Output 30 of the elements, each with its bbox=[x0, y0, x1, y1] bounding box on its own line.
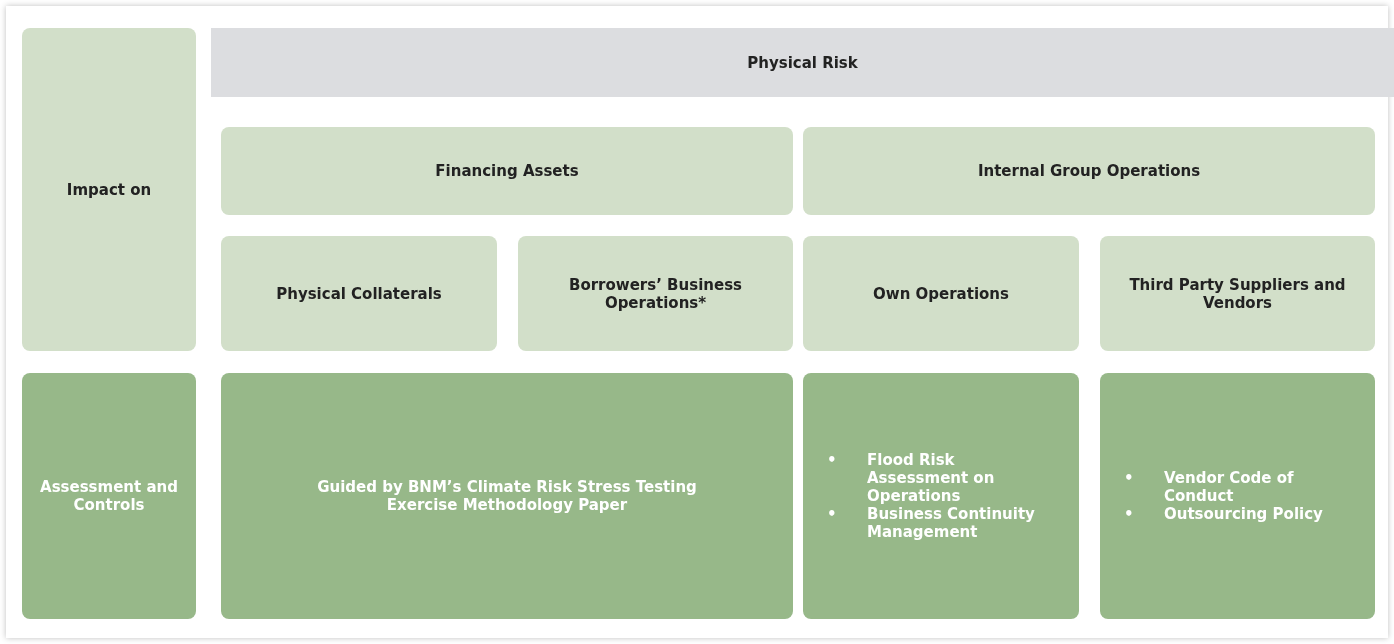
box-label: Assessment and Controls bbox=[39, 478, 179, 514]
category-box bbox=[803, 127, 1375, 215]
bullet-marker: • bbox=[1124, 505, 1135, 523]
bullet-marker: • bbox=[827, 505, 838, 525]
bullet-marker: • bbox=[827, 451, 838, 471]
category-box bbox=[803, 236, 1079, 351]
category-box bbox=[1100, 236, 1375, 351]
bullet-marker: • bbox=[1124, 469, 1135, 489]
box-label: Physical Risk bbox=[747, 53, 858, 72]
category-box bbox=[221, 373, 793, 619]
box-label: Physical Collaterals bbox=[276, 284, 442, 303]
category-box bbox=[22, 28, 196, 351]
category-box bbox=[518, 236, 793, 351]
bullet-text: Vendor Code of Conduct bbox=[1164, 469, 1295, 505]
category-box bbox=[1100, 373, 1375, 619]
box-label: Internal Group Operations bbox=[977, 162, 1201, 180]
bullet-text: Flood Risk Assessment on Operations bbox=[867, 451, 996, 505]
category-box bbox=[803, 373, 1079, 619]
box-label: Own Operations bbox=[873, 284, 1009, 303]
box-label: Guided by BNM’s Climate Risk Stress Testing Exercise Methodology Paper bbox=[316, 478, 698, 514]
category-box bbox=[22, 373, 196, 619]
bullet-text: Outsourcing Policy bbox=[1164, 505, 1323, 523]
header-bar bbox=[211, 28, 1394, 97]
bullet-text: Business Continuity Management bbox=[867, 505, 1035, 541]
category-box bbox=[221, 236, 497, 351]
category-box bbox=[221, 127, 793, 215]
box-label: Borrowers’ Business Operations* bbox=[568, 275, 743, 312]
box-label: Financing Assets bbox=[435, 162, 579, 180]
box-label: Impact on bbox=[66, 180, 152, 199]
box-label: Third Party Suppliers and Vendors bbox=[1128, 275, 1347, 312]
